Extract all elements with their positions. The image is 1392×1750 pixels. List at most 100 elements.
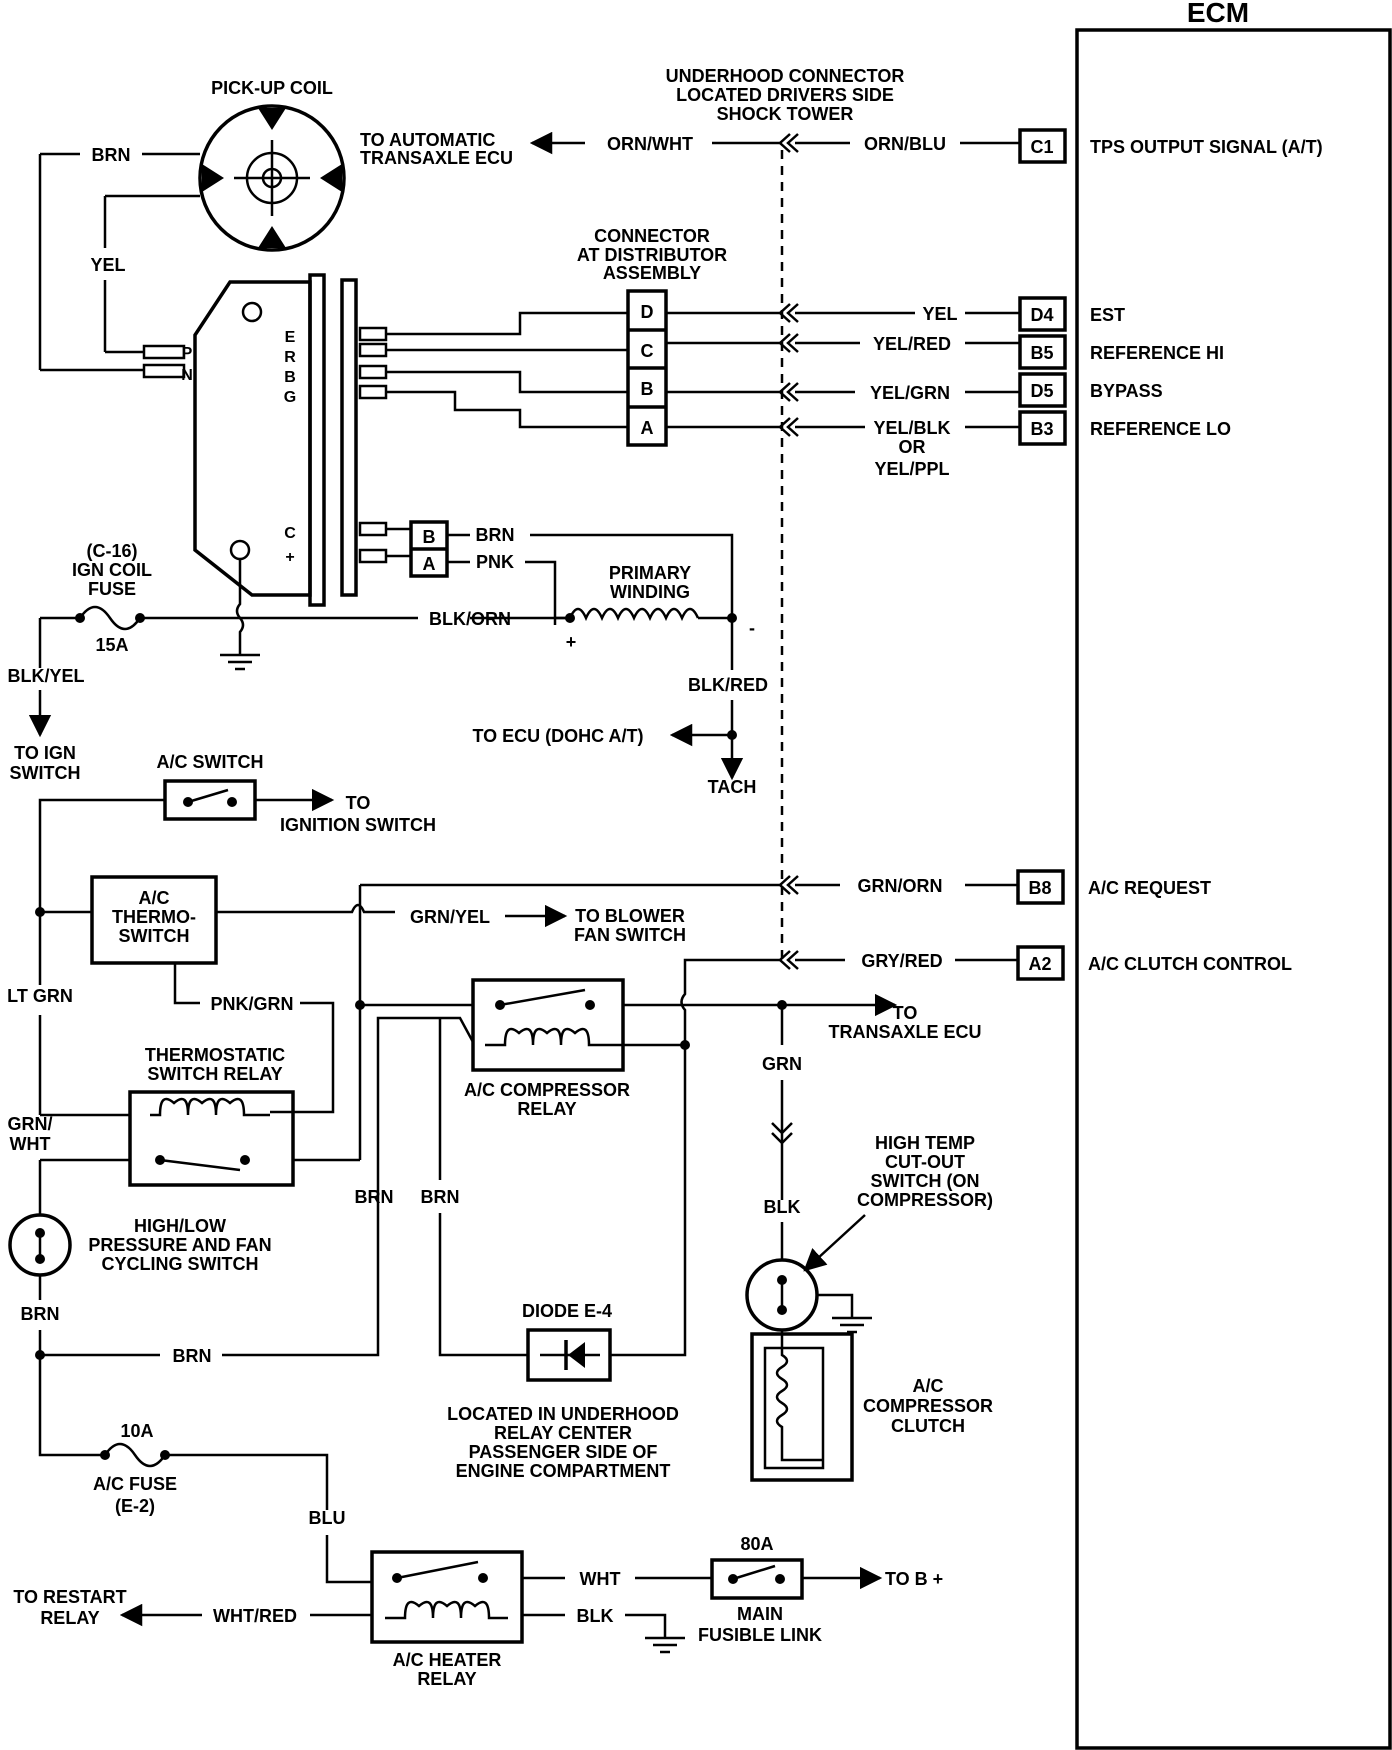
main-fusible-link — [710, 1558, 804, 1600]
ign-coil-fuse — [38, 605, 570, 668]
module-pin-c: C — [284, 525, 296, 542]
module-pin-e: E — [285, 329, 296, 346]
label-line: WHT — [10, 1134, 51, 1154]
label-line: HIGH/LOW — [134, 1216, 226, 1236]
ac-fuse-label: A/C FUSE (E-2) — [93, 1474, 177, 1516]
ecm-signal-label: REFERENCE HI — [1090, 343, 1224, 363]
pointer-arrow — [803, 1214, 866, 1272]
module-pin-plus: + — [285, 549, 294, 566]
junction — [75, 613, 85, 623]
wire — [325, 1535, 372, 1584]
wire-grn-orn: GRN/ORN — [858, 876, 943, 896]
pickup-coil-wires — [38, 152, 200, 372]
ac-heater-relay — [370, 1550, 524, 1644]
wire-yel: YEL — [922, 304, 957, 324]
label-line: CUT-OUT — [885, 1152, 965, 1172]
wire-gry-red: GRY/RED — [861, 951, 942, 971]
coil-wires — [386, 527, 734, 625]
wire — [522, 1613, 667, 1638]
wire-lt-grn: LT GRN — [7, 986, 73, 1006]
ac-heater-relay-label: A/C HEATER RELAY — [393, 1650, 502, 1689]
wire-yel-red: YEL/RED — [873, 334, 951, 354]
label-line: GRN/ — [8, 1114, 53, 1134]
ac-switch-wires — [38, 788, 335, 910]
label-line: TO AUTOMATIC — [360, 130, 495, 150]
wire-blu: BLU — [309, 1508, 346, 1528]
relay-center-label: LOCATED IN UNDERHOOD RELAY CENTER PASSEN… — [447, 1404, 679, 1481]
ground-icon — [220, 653, 260, 671]
label-line: THERMO- — [112, 907, 196, 927]
wire — [40, 1024, 380, 1357]
dist-pin-c: C — [641, 341, 654, 361]
ecm-pin-label: B3 — [1030, 419, 1053, 439]
thermostatic-relay-label: THERMOSTATIC SWITCH RELAY — [145, 1045, 285, 1084]
pickup-coil-label: PICK-UP COIL — [211, 78, 333, 98]
main-fusible-label: MAIN FUSIBLE LINK — [698, 1604, 822, 1645]
ac-compressor-relay — [471, 978, 625, 1072]
label-line: MAIN — [737, 1604, 783, 1624]
wire-brn: BRN — [476, 525, 515, 545]
wire-blk-yel: BLK/YEL — [7, 666, 84, 686]
label-line: A/C — [913, 1376, 944, 1396]
wire-yel-blk-alt: YEL/BLK OR YEL/PPL — [873, 418, 950, 479]
dist-pin-d: D — [641, 302, 654, 322]
junction — [100, 1450, 110, 1460]
wire-grn: GRN — [762, 1054, 802, 1074]
label-line: FUSE — [88, 579, 136, 599]
wire-blk-red: BLK/RED — [688, 675, 768, 695]
label-line: COMPRESSOR) — [857, 1190, 993, 1210]
coil-pin-a: A — [423, 554, 436, 574]
label-line: IGNITION SWITCH — [280, 815, 436, 835]
high-temp-switch-label: HIGH TEMP CUT-OUT SWITCH (ON COMPRESSOR) — [857, 1133, 993, 1210]
junction — [160, 1450, 170, 1460]
wire-yel-grn: YEL/GRN — [870, 383, 950, 403]
ign-coil-fuse-label: (C-16) IGN COIL FUSE — [72, 541, 152, 599]
ecm-signal-wires — [795, 141, 1020, 962]
wire-blk-orn: BLK/ORN — [429, 609, 511, 629]
wire-yel: YEL — [90, 255, 125, 275]
wire — [376, 1016, 475, 1043]
ac-thermo-wires — [40, 883, 782, 1160]
label-line: TO RESTART — [13, 1587, 126, 1607]
label-line: THERMOSTATIC — [145, 1045, 285, 1065]
wire-grn-wht-label: GRN/ WHT — [8, 1114, 53, 1154]
label-line: SWITCH — [119, 926, 190, 946]
label-line: TO BLOWER — [575, 906, 685, 926]
label-line: RELAY — [517, 1099, 576, 1119]
diode-icon — [526, 1328, 612, 1382]
ac-clutch-label: A/C COMPRESSOR CLUTCH — [863, 1376, 993, 1436]
connector-chevron — [771, 1122, 793, 1145]
wire-blk: BLK — [577, 1606, 614, 1626]
label-line: TO IGN — [14, 743, 76, 763]
ground-icon — [645, 1636, 685, 1654]
label-line: (E-2) — [115, 1496, 155, 1516]
ecm-signal-label: REFERENCE LO — [1090, 419, 1231, 439]
label-line: FAN SWITCH — [574, 925, 686, 945]
high-temp-cutout-switch — [745, 1258, 819, 1332]
module-to-connector-wires — [386, 311, 628, 429]
pickup-coil — [198, 104, 346, 252]
wire — [438, 1018, 528, 1357]
connector-to-ecm-wires — [666, 311, 782, 429]
ecm-pin-label: D5 — [1030, 381, 1053, 401]
distributor-connector-label: CONNECTOR AT DISTRIBUTOR ASSEMBLY — [577, 226, 727, 283]
fusible-link-rating: 80A — [740, 1534, 773, 1554]
pressure-cycling-switch — [8, 1213, 72, 1277]
wire-wht-red: WHT/RED — [213, 1606, 297, 1626]
tach-label: TACH — [708, 777, 757, 797]
ecm-signal-label: TPS OUTPUT SIGNAL (A/T) — [1090, 137, 1323, 157]
wire — [173, 963, 335, 1114]
ground-icon — [832, 1316, 872, 1334]
label-line: TO — [893, 1003, 918, 1023]
ecm-box — [1075, 28, 1392, 1750]
ecm-pin-b5: B5 REFERENCE HI — [1018, 334, 1224, 370]
label-line: TO — [346, 793, 371, 813]
wire-grn-yel: GRN/YEL — [410, 907, 490, 927]
wire-brn: BRN — [21, 1304, 60, 1324]
to-blower-label: TO BLOWER FAN SWITCH — [574, 906, 686, 945]
module-pin-p: P — [182, 345, 193, 362]
label-line: PRESSURE AND FAN — [88, 1235, 271, 1255]
ecm-module: ECM C1 TPS OUTPUT SIGNAL (A/T) D4 EST B5… — [1016, 0, 1392, 1750]
ign-fuse-rating: 15A — [95, 635, 128, 655]
